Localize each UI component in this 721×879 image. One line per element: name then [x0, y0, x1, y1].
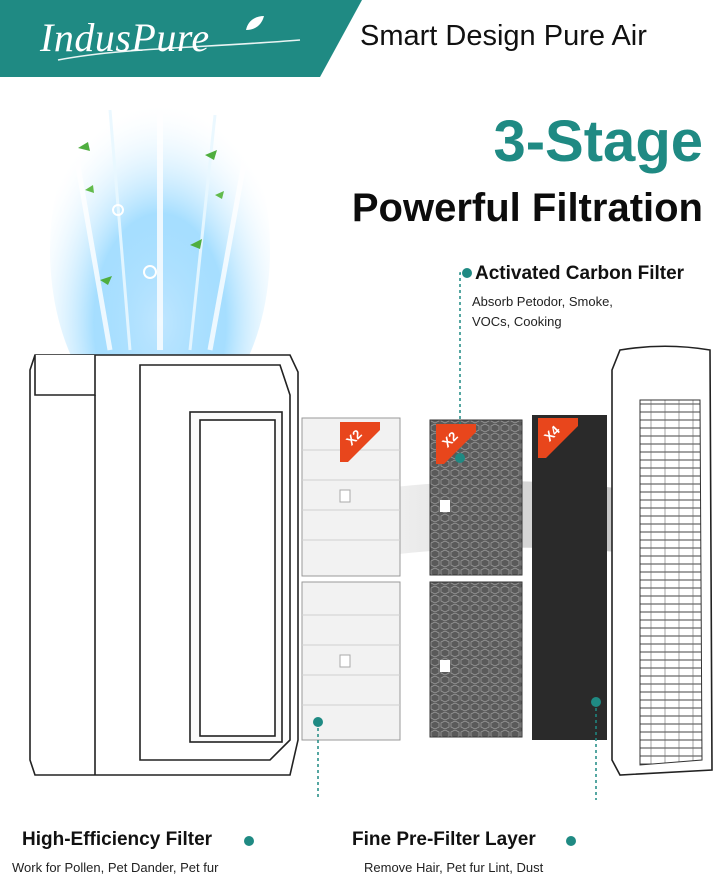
pre-filter-panel: [532, 415, 607, 740]
brand-logo: IndusPure: [40, 15, 210, 60]
dot-marker-icon: [566, 836, 576, 846]
quantity-badge-hepa: [340, 422, 380, 462]
headline-subtitle: Powerful Filtration: [351, 186, 703, 230]
prefilter-desc: Remove Hair, Pet fur Lint, Dust: [364, 860, 544, 875]
product-illustration: [29, 80, 713, 800]
brand-tagline: Smart Design Pure Air: [360, 20, 647, 52]
front-cover: [611, 345, 713, 776]
dot-marker-icon: [244, 836, 254, 846]
clean-air-glow: [50, 80, 270, 430]
carbon-filter-title: Activated Carbon Filter: [475, 263, 685, 284]
hepa-filter-desc: Work for Pollen, Pet Dander, Pet fur: [12, 860, 219, 875]
quantity-badge-carbon: [436, 424, 476, 464]
carbon-filter-desc-2: VOCs, Cooking: [472, 314, 562, 329]
hepa-filter-panels: [301, 417, 401, 741]
headline-stage-count: 3-Stage: [493, 109, 703, 174]
carbon-filter-desc-1: Absorb Petodor, Smoke,: [472, 294, 613, 309]
leaf-icon: [246, 16, 264, 30]
purifier-body: [29, 354, 299, 776]
carbon-filter-panels: [429, 419, 523, 738]
prefilter-title: Fine Pre-Filter Layer: [352, 829, 536, 850]
hepa-filter-title: High-Efficiency Filter: [22, 829, 213, 850]
quantity-badge-prefilter: [538, 418, 578, 458]
brand-banner: [0, 0, 362, 77]
